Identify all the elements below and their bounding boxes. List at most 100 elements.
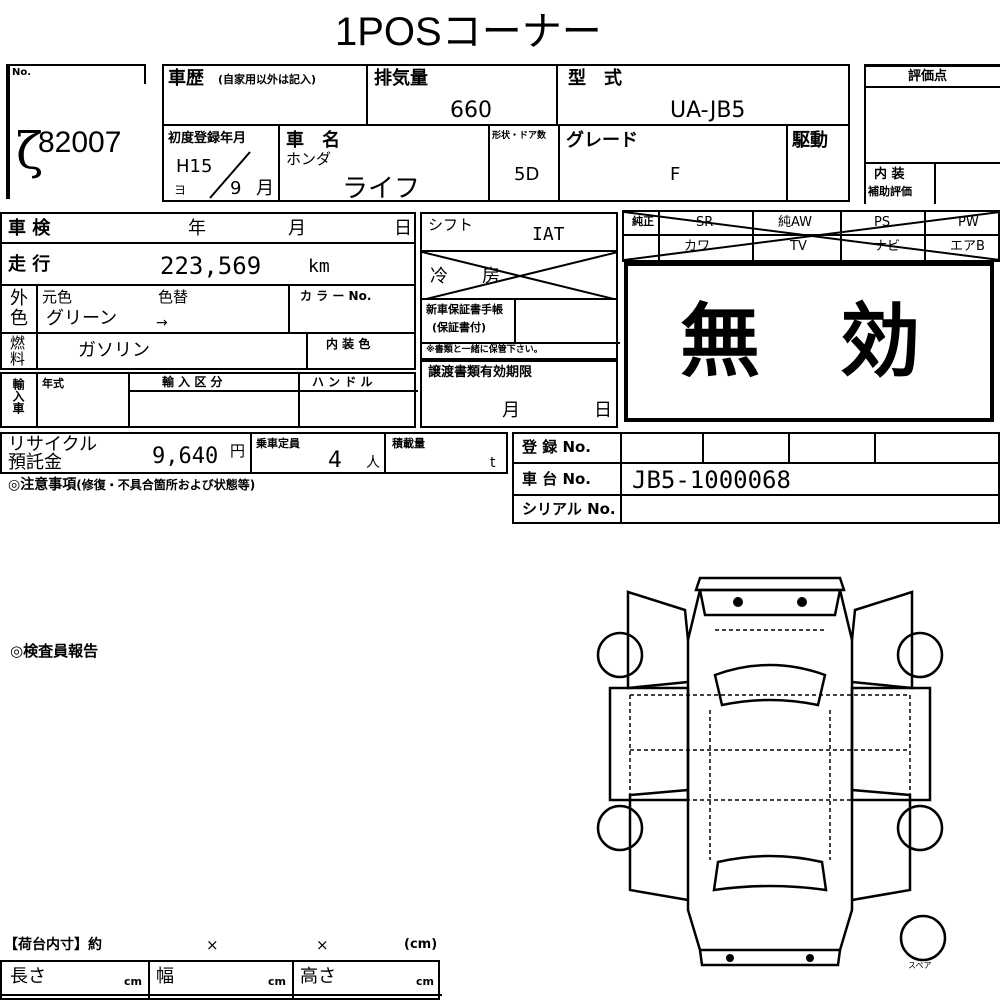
new-car-docs-sub: (保証書付) <box>432 321 487 334</box>
chassis-no-label: 車 台 No. <box>522 470 592 488</box>
car-diagram: スペア <box>596 576 947 970</box>
color-value: グリーン <box>46 308 118 329</box>
equip-r2-c4: エアB <box>950 239 985 254</box>
chassis-no-value: JB5-1000068 <box>632 466 791 494</box>
displacement-cell: 排気量 660 <box>366 64 558 126</box>
mileage-value: 223,569 <box>160 252 262 280</box>
new-car-docs-label: 新車保証書手帳 <box>426 303 503 316</box>
original-color-label: 元色 <box>42 288 73 306</box>
first-reg-cell: 初度登録年月 H15 ヨ 9 月 <box>162 124 280 202</box>
shaken-label: 車 検 <box>8 218 51 239</box>
import-class-label: 輸 入 区 分 <box>162 375 223 389</box>
import-cell: 輸入車 年式 輸 入 区 分 ハ ン ド ル <box>0 372 418 428</box>
transfer-cell: 譲渡書類有効期限 月 日 <box>420 360 618 428</box>
drive-label: 駆動 <box>792 130 828 151</box>
displacement-label: 排気量 <box>374 68 428 89</box>
recycle-cell: リサイクル 預託金 9,640 円 <box>0 432 252 474</box>
fuel-value: ガソリン <box>78 340 150 361</box>
history-cell: 車歴 (自家用以外は記入) <box>162 64 368 126</box>
lot-no-label: No. <box>12 67 32 78</box>
notes-label-sub: (修復・不具合箇所および状態等) <box>76 478 256 492</box>
recycle-label-1: リサイクル <box>8 434 98 455</box>
mileage-unit: km <box>308 256 330 277</box>
displacement-value: 660 <box>450 98 492 123</box>
color-arrow: → <box>156 315 168 331</box>
recycle-label-2: 預託金 <box>8 452 62 473</box>
inspector-report-label: ◎検査員報告 <box>10 642 99 660</box>
capacity-label: 乗車定員 <box>256 437 300 450</box>
fuel-label-1: 燃 <box>10 334 26 352</box>
car-name-label: 車 名 <box>286 130 340 151</box>
cargo-length-cm: cm <box>124 975 142 988</box>
recycle-value: 9,640 <box>152 444 219 469</box>
load-label: 積載量 <box>392 437 425 450</box>
equip-r1-c2: 純AW <box>778 215 813 230</box>
transfer-month: 月 <box>502 400 520 421</box>
equipment-grid: 純正 SR 純AW PS PW カワ TV ナビ エアB <box>622 210 1000 262</box>
shaken-year: 年 <box>188 218 206 239</box>
equipment-crossout <box>624 212 1000 260</box>
capacity-value: 4 <box>328 448 342 473</box>
transfer-label: 譲渡書類有効期限 <box>428 365 533 380</box>
cargo-height-label: 高さ <box>300 966 336 987</box>
model-label: 型 式 <box>568 68 622 89</box>
interior-score-label: 内 装 <box>874 167 905 182</box>
history-label: 車歴 <box>168 68 204 89</box>
score-label: 評価点 <box>908 69 948 84</box>
equip-r1-c4: PW <box>958 215 979 230</box>
grade-label: グレード <box>566 130 638 151</box>
page-title: 1POSコーナー <box>335 10 602 54</box>
car-maker: ホンダ <box>286 150 332 168</box>
registration-no-label: 登 録 No. <box>522 438 592 456</box>
first-reg-month: 9 <box>230 178 242 199</box>
serial-no-label: シリアル No. <box>522 500 616 518</box>
aux-score-label: 補助評価 <box>868 185 912 198</box>
invalid-stamp-text: 無 効 <box>680 295 920 388</box>
invalid-stamp-box: 無 効 <box>624 262 994 422</box>
cargo-width-label: 幅 <box>156 966 174 987</box>
import-label: 輸入車 <box>11 378 25 414</box>
lot-number: 82007 <box>38 126 122 159</box>
doors-cell: 形状・ドア数 5D <box>488 124 560 202</box>
cargo-dimensions: 長さ cm 幅 cm 高さ cm <box>0 960 442 1000</box>
cooler-label-1: 冷 <box>430 266 448 287</box>
doors-label: 形状・ドア数 <box>492 131 547 141</box>
doors-value: 5D <box>514 164 540 185</box>
equip-r1-c0: 純正 <box>632 215 654 228</box>
color-code-label: カ ラ ー No. <box>300 289 372 303</box>
fuel-label-2: 料 <box>10 350 26 368</box>
color-change-label: 色替 <box>158 288 189 306</box>
spare-label: スペア <box>908 961 931 970</box>
docs-cell: 新車保証書手帳 (保証書付) ※書類と一緒に保管下さい。 <box>420 298 620 360</box>
color-cell: 外 色 元色 色替 グリーン → カ ラ ー No. <box>0 284 416 334</box>
cargo-label: 【荷台内寸】約 <box>4 937 102 953</box>
cargo-unit: (cm) <box>404 937 438 952</box>
transfer-day: 日 <box>594 400 612 421</box>
import-year-label: 年式 <box>42 377 64 390</box>
notes-label: ◎注意事項(修復・不具合箇所および状態等) <box>8 478 255 492</box>
cargo-x2: × <box>316 936 329 954</box>
mileage-label: 走 行 <box>8 254 51 275</box>
car-name-cell: 車 名 ホンダ ライフ <box>278 124 490 202</box>
lot-mark: ζ <box>16 122 44 180</box>
first-reg-month-unit: 月 <box>256 178 274 199</box>
score-box: 評価点 内 装 補助評価 <box>864 64 1000 204</box>
model-value: UA-JB5 <box>670 98 746 123</box>
equip-r2-c2: TV <box>790 239 807 254</box>
interior-color-label: 内 装 色 <box>326 337 371 351</box>
color-label-2: 色 <box>10 308 28 329</box>
model-cell: 型 式 UA-JB5 <box>556 64 850 126</box>
cargo-width-cm: cm <box>268 975 286 988</box>
color-label-1: 外 <box>10 288 28 309</box>
cooler-cell: 冷 房 <box>420 250 618 300</box>
shift-value: IAT <box>532 224 565 245</box>
recycle-unit: 円 <box>230 442 246 460</box>
cargo-length-label: 長さ <box>10 966 46 987</box>
shaken-cell: 車 検 年 月 日 <box>0 212 416 244</box>
docs-note: ※書類と一緒に保管下さい。 <box>426 345 543 355</box>
capacity-unit: 人 <box>366 455 380 471</box>
shaken-day: 日 <box>394 218 412 239</box>
first-reg-label: 初度登録年月 <box>168 131 247 146</box>
slash-mark <box>209 151 251 199</box>
shift-label: シフト <box>428 216 474 234</box>
